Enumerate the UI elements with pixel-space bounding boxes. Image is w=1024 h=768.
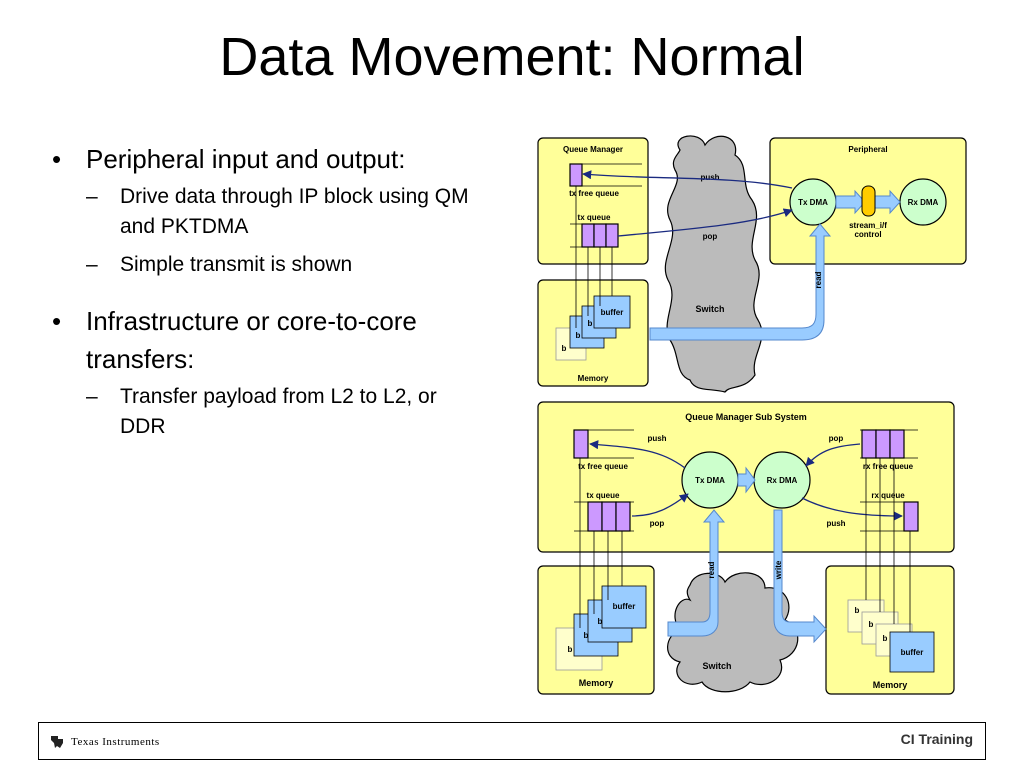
tx-queue-label: tx queue [587,491,620,500]
buffer-abbrev: b [576,331,581,340]
switch-cloud-bottom [667,572,799,693]
buffer-abbrev: b [598,617,603,626]
top-diagram: push pop Switch Queue Manager tx free qu… [537,135,967,393]
tx-queue-slot [615,501,631,532]
footer-bar: Texas Instruments CI Training [38,722,986,760]
rx-dma-label: Rx DMA [767,476,798,485]
tx-free-queue-label: tx free queue [569,189,619,198]
qmss-label: Queue Manager Sub System [685,412,807,422]
sub-bullet-list: Drive data through IP block using QM and… [86,182,488,280]
rx-queue-slot [903,501,919,532]
bullet-item: Peripheral input and output: Drive data … [48,140,488,280]
memory-label: Memory [873,680,908,690]
sub-bullet-item: Simple transmit is shown [86,250,488,280]
stream-arrow [874,189,901,215]
buffer-label: buffer [601,308,624,317]
buffer-abbrev: b [588,319,593,328]
buffer-abbrev: b [883,634,888,643]
texas-instruments-logo: Texas Instruments [49,733,160,751]
memory-label: Memory [579,678,614,688]
buffer-abbrev: b [568,645,573,654]
write-arrow-bottom [773,509,827,644]
rx-dma-label: Rx DMA [908,198,939,207]
push-label: push [700,173,719,182]
pop-arrow [631,493,689,517]
buffer-abbrev: b [584,631,589,640]
tx-queue-slot [587,501,603,532]
pop-label: pop [650,519,665,528]
tx-dma-label: Tx DMA [798,198,828,207]
tx-queue-label: tx queue [578,213,611,222]
bullet-list: Peripheral input and output: Drive data … [48,140,488,464]
ti-state-icon [51,736,63,748]
sub-bullet-item: Drive data through IP block using QM and… [86,182,488,242]
queue-manager-label: Queue Manager [563,145,623,154]
pop-label: pop [829,434,844,443]
push-arrow [589,440,686,469]
rx-queue-label: rx queue [871,491,905,500]
rx-free-queue-slot [861,429,877,459]
switch-label: Switch [702,661,731,671]
data-movement-diagram: push pop Switch Queue Manager tx free qu… [537,135,967,695]
stream-if-label: control [854,230,881,239]
switch-label: Switch [695,304,724,314]
tx-free-queue-slot [573,429,589,459]
bullet-text: Peripheral input and output: [86,144,406,174]
rx-free-queue-slot [875,429,891,459]
slide-title: Data Movement: Normal [219,27,805,87]
tx-free-queue-label: tx free queue [578,462,628,471]
stream-if-control [861,185,876,217]
buffer-abbrev: b [855,606,860,615]
stream-arrow [835,189,866,215]
pop-arrow [805,443,861,467]
pop-arrow [617,208,793,237]
push-arrow [582,170,793,189]
read-arrow-top [649,223,832,341]
tx-queue-slot [581,223,595,248]
peripheral-label: Peripheral [848,145,887,154]
bullet-item: Infrastructure or core-to-core transfers… [48,302,488,442]
push-label: push [826,519,845,528]
bullet-text: Infrastructure or core-to-core transfers… [86,306,417,374]
write-label: write [774,560,783,580]
buffer-label: buffer [613,602,636,611]
sub-bullet-item: Transfer payload from L2 to L2, or DDR [86,382,488,442]
sub-bullet-list: Transfer payload from L2 to L2, or DDR [86,382,488,442]
read-arrow-bottom [667,509,726,637]
bottom-diagram: Switch Queue Manager Sub System tx free … [537,401,955,695]
queue-manager-box [537,137,649,265]
buffer-block [601,585,647,629]
tx-dma-label: Tx DMA [695,476,725,485]
rx-free-queue-slot [889,429,905,459]
buffer-label: buffer [901,648,924,657]
ci-training-label: CI Training [900,731,973,747]
buffer-block [889,631,935,673]
pop-label: pop [703,232,718,241]
ti-wordmark: Texas Instruments [71,736,160,748]
buffer-abbrev: b [562,344,567,353]
tx-queue-slot [601,501,617,532]
rx-free-queue-label: rx free queue [863,462,914,471]
read-label: read [707,561,716,578]
stream-if-label: stream_i/f [849,221,887,230]
tx-queue-slot [593,223,607,248]
buffer-abbrev: b [869,620,874,629]
dma-link-arrow [737,466,756,494]
memory-label: Memory [578,374,609,383]
push-label: push [647,434,666,443]
tx-free-queue-slot [569,163,583,187]
tx-queue-slot [605,223,619,248]
push-arrow [801,497,903,521]
read-label: read [814,271,823,288]
